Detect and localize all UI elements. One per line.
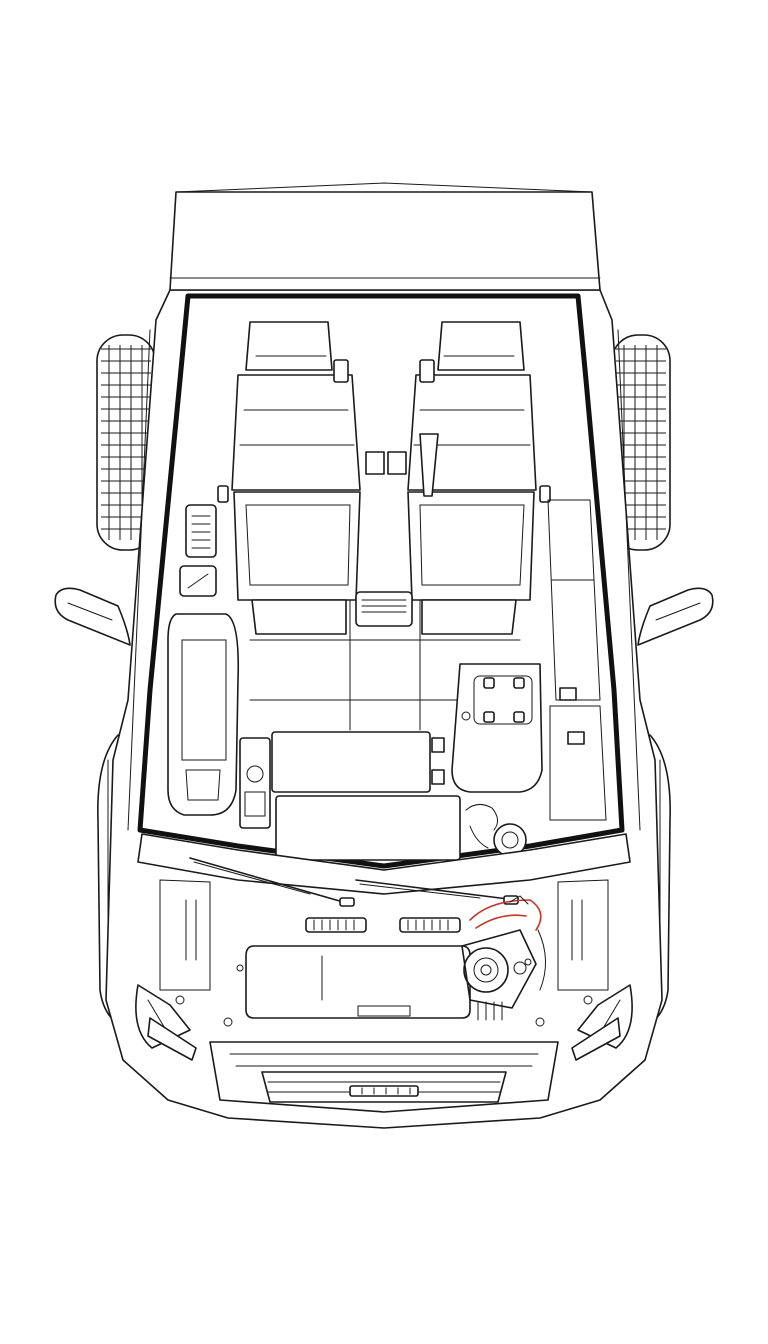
cowl-vent-right bbox=[399, 917, 461, 933]
right-a-pillar bbox=[617, 329, 641, 831]
right-seat bbox=[407, 321, 537, 635]
center-armrest bbox=[355, 591, 413, 627]
seat-belt-buckles bbox=[217, 359, 551, 503]
handbrake-lever bbox=[419, 433, 439, 497]
dash-lower-panel bbox=[275, 795, 461, 861]
gear-shifter-housing bbox=[451, 663, 543, 793]
alternator bbox=[461, 929, 537, 1021]
left-side-mirror bbox=[54, 587, 131, 646]
dash-glovebox bbox=[271, 731, 431, 793]
instrument-cluster bbox=[239, 737, 271, 829]
engine-bay bbox=[159, 879, 609, 991]
left-seat bbox=[231, 321, 361, 635]
left-door-panel bbox=[167, 613, 240, 816]
steering-column bbox=[465, 804, 527, 857]
tailgate bbox=[169, 182, 601, 291]
left-door-vent bbox=[185, 504, 217, 558]
left-wiper-arm bbox=[189, 857, 355, 907]
engine-wiring-harness bbox=[469, 895, 546, 991]
dash-small-switches bbox=[431, 737, 445, 785]
left-door-switch bbox=[179, 565, 217, 597]
right-door-panel bbox=[547, 499, 607, 821]
engine-bolts bbox=[175, 958, 593, 1027]
battery bbox=[245, 945, 471, 1019]
cowl-vent-left bbox=[305, 917, 367, 933]
right-side-mirror bbox=[637, 587, 714, 646]
front-grille bbox=[261, 1071, 507, 1103]
left-a-pillar bbox=[127, 329, 151, 831]
left-fog-light bbox=[147, 1017, 197, 1061]
center-console-switches bbox=[365, 451, 407, 475]
right-fog-light bbox=[571, 1017, 621, 1061]
